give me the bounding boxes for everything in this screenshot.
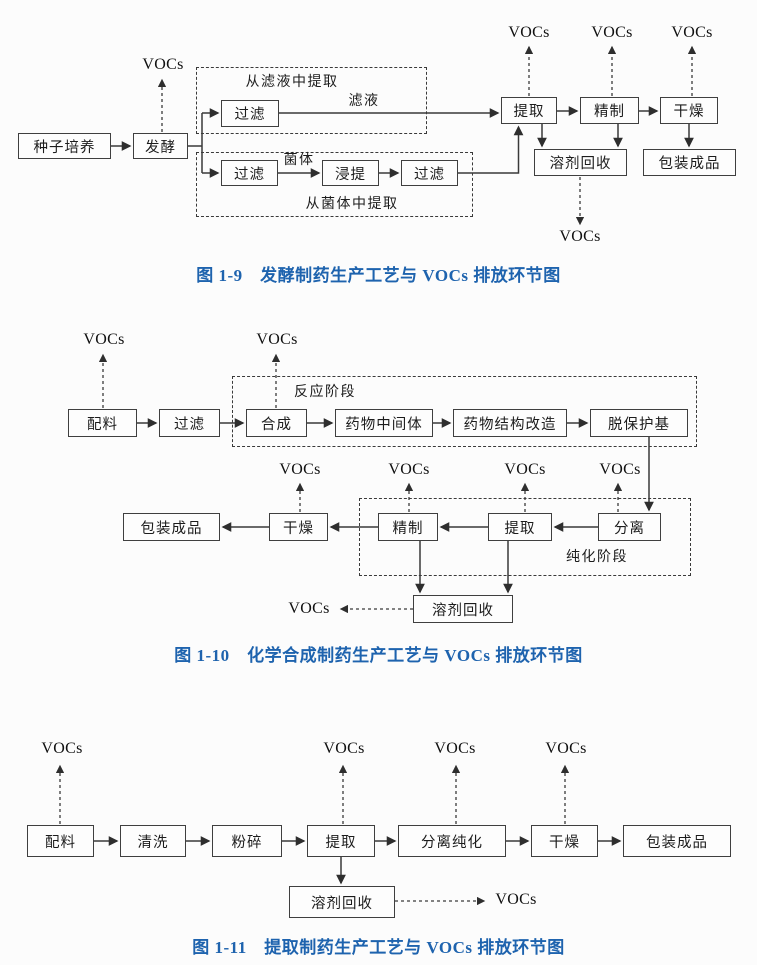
d1-box-filter-mid: 过滤: [221, 160, 278, 186]
d2-reaction-stage-label: 反应阶段: [294, 385, 356, 400]
d2-reaction-stage-box: [232, 376, 697, 447]
d1-group-mycelium-box: [196, 152, 473, 217]
d1-box-seed-culture: 种子培养: [18, 133, 111, 159]
d1-solid-arrows: [111, 106, 694, 178]
d2-box-synthesis: 合成: [246, 409, 307, 437]
d3-box-packaging: 包装成品: [623, 825, 731, 857]
d2-purification-stage-label: 纯化阶段: [566, 550, 628, 565]
d2-box-ingredients: 配料: [68, 409, 137, 437]
d3-voc-arrows: [55, 764, 570, 906]
d3-box-extraction: 提取: [307, 825, 375, 857]
d1-box-drying: 干燥: [660, 97, 718, 124]
d3-voc-dry: VOCs: [545, 740, 587, 757]
d2-solid-arrows: [137, 418, 654, 594]
d1-group-filtrate-label: 从滤液中提取: [245, 75, 339, 90]
d2-box-refining: 精制: [378, 513, 438, 541]
d2-box-drying: 干燥: [269, 513, 328, 541]
d3-voc-solvent: VOCs: [495, 891, 537, 908]
d1-voc-extract: VOCs: [508, 24, 550, 41]
d2-box-filter: 过滤: [159, 409, 220, 437]
d2-voc-refine: VOCs: [388, 461, 430, 478]
d3-box-separation-purification: 分离纯化: [398, 825, 506, 857]
d1-box-filter-end: 过滤: [401, 160, 458, 186]
d3-box-crushing: 粉碎: [212, 825, 282, 857]
d3-box-drying: 干燥: [531, 825, 598, 857]
d1-voc-ferment: VOCs: [142, 56, 184, 73]
d1-group-filtrate-box: [196, 67, 427, 134]
d3-voc-extract: VOCs: [323, 740, 365, 757]
d2-voc-extract: VOCs: [504, 461, 546, 478]
d3-box-washing: 清洗: [120, 825, 186, 857]
d1-box-packaging: 包装成品: [643, 149, 736, 176]
d1-box-extraction: 提取: [501, 97, 557, 124]
d1-title: 图 1-9 发酵制药生产工艺与 VOCs 排放环节图: [196, 266, 561, 285]
d1-voc-solvent: VOCs: [559, 228, 601, 245]
d2-purification-stage-box: [359, 498, 691, 576]
d2-voc-solvent: VOCs: [288, 600, 330, 617]
d1-box-solvent-recovery: 溶剂回收: [534, 149, 627, 176]
d1-box-refining: 精制: [580, 97, 639, 124]
d1-voc-refine: VOCs: [591, 24, 633, 41]
d3-voc-ingredients: VOCs: [41, 740, 83, 757]
d2-voc-separate: VOCs: [599, 461, 641, 478]
d3-title: 图 1-11 提取制药生产工艺与 VOCs 排放环节图: [192, 938, 565, 957]
d2-voc-ingredients: VOCs: [83, 331, 125, 348]
d1-voc-arrows: [157, 45, 697, 226]
d3-box-solvent-recovery: 溶剂回收: [289, 886, 395, 918]
d1-mycelium-label: 菌体: [283, 153, 315, 168]
d2-box-structure-modification: 药物结构改造: [453, 409, 567, 437]
d3-box-ingredients: 配料: [27, 825, 94, 857]
d2-box-solvent-recovery: 溶剂回收: [413, 595, 513, 623]
d1-voc-dry: VOCs: [671, 24, 713, 41]
d2-box-deprotection: 脱保护基: [590, 409, 688, 437]
d1-box-filter-top: 过滤: [221, 100, 279, 127]
d3-solid-arrows: [94, 836, 622, 885]
d1-group-mycelium-label: 从菌体中提取: [305, 197, 399, 212]
d2-box-separation: 分离: [598, 513, 661, 541]
d1-filtrate-label: 滤液: [348, 94, 380, 109]
d2-box-drug-intermediate: 药物中间体: [335, 409, 433, 437]
d3-voc-separate: VOCs: [434, 740, 476, 757]
d2-voc-synthesis: VOCs: [256, 331, 298, 348]
d2-title: 图 1-10 化学合成制药生产工艺与 VOCs 排放环节图: [174, 646, 583, 665]
d1-box-fermentation: 发酵: [133, 133, 188, 159]
d2-box-extraction: 提取: [488, 513, 552, 541]
d2-box-packaging: 包装成品: [123, 513, 220, 541]
d2-voc-dry: VOCs: [279, 461, 321, 478]
d1-box-leaching: 浸提: [322, 160, 379, 186]
